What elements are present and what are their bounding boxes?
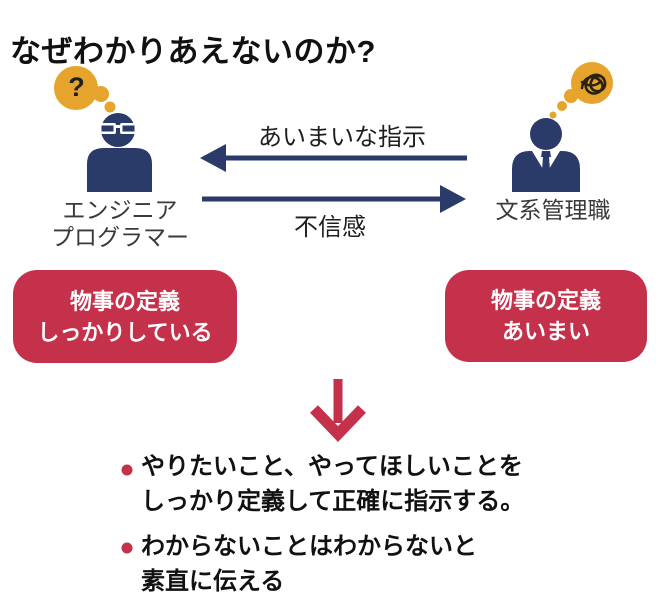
arrow-left-icon: [200, 144, 467, 172]
engineer-trait-box: 物事の定義 しっかりしている: [13, 270, 237, 363]
engineer-icon: [87, 113, 152, 192]
engineer-trait-line2: しっかりしている: [37, 319, 213, 345]
manager-trait-line2: あいまい: [501, 319, 590, 344]
down-arrow-icon: [310, 379, 366, 442]
question-thought-bubble-icon: [54, 66, 121, 121]
engineer-label-line2: プログラマー: [51, 224, 189, 250]
glasses-icon: [99, 123, 137, 134]
question-mark-text: ?: [68, 72, 85, 102]
manager-trait-box: 物事の定義 あいまい: [445, 270, 647, 362]
arrow-left-label: あいまいな指示: [258, 124, 426, 151]
manager-label-text: 文系管理職: [495, 197, 611, 223]
manager-label: 文系管理職: [453, 197, 653, 224]
conclusion-1-line1: やりたいこと、やってほしいことを: [141, 453, 523, 480]
arrow-right-label: 不信感: [294, 214, 366, 241]
manager-icon: [512, 118, 580, 192]
bullet-dot: [121, 464, 133, 476]
conclusion-2-line2: 素直に伝える: [141, 568, 285, 595]
arrow-right-icon: [202, 185, 466, 213]
conclusion-1-line2: しっかり定義して正確に指示する。: [141, 488, 525, 515]
conclusion-item: やりたいこと、やってほしいことを しっかり定義して正確に指示する。: [141, 449, 561, 519]
necktie-icon: [541, 151, 551, 189]
conclusion-item: わからないことはわからないと 素直に伝える: [141, 529, 561, 599]
engineer-label: エンジニア プログラマー: [20, 197, 220, 251]
bullet-dot: [121, 542, 133, 554]
conclusion-2-line1: わからないことはわからないと: [141, 533, 477, 560]
manager-trait-line1: 物事の定義: [490, 288, 601, 313]
page-title: なぜわかりあえないのか?: [10, 33, 376, 69]
engineer-label-line1: エンジニア: [62, 197, 178, 223]
confusion-thought-bubble-icon: [549, 62, 613, 119]
scribble-icon: [580, 73, 607, 95]
engineer-trait-line1: 物事の定義: [69, 288, 180, 314]
